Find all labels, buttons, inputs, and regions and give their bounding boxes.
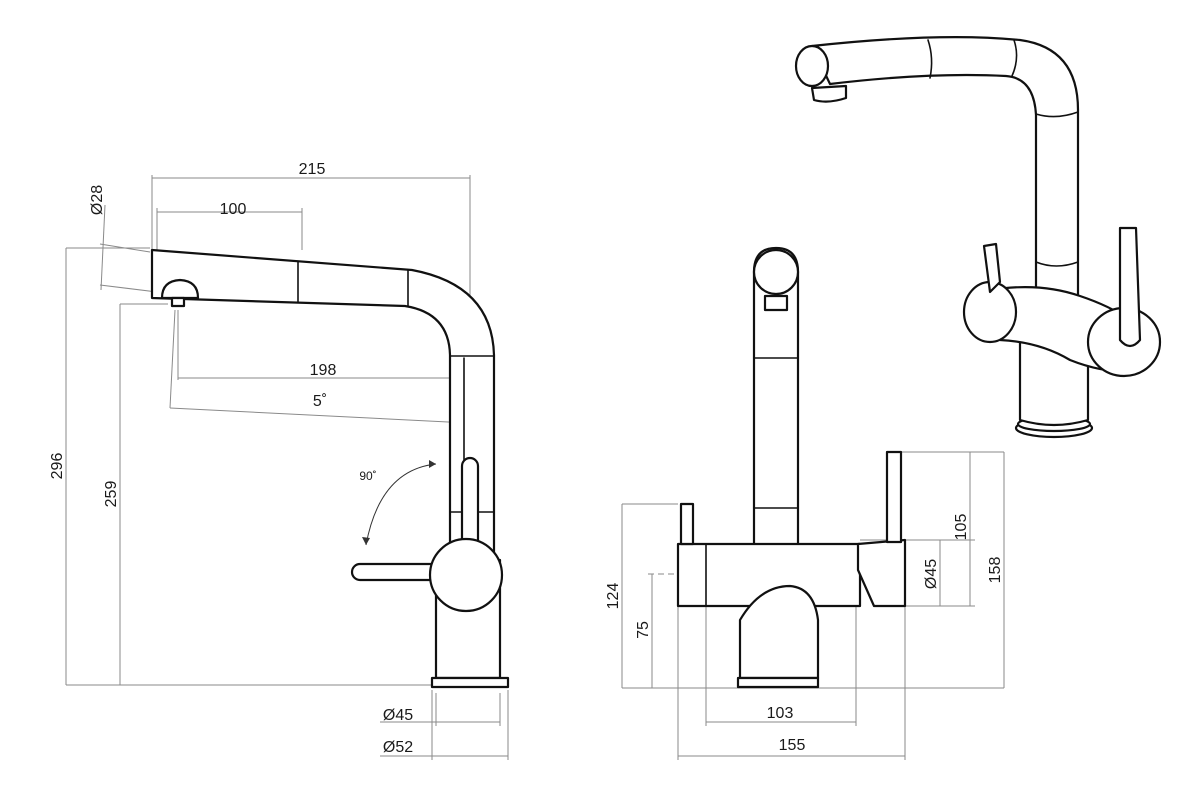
- perspective-spout: [810, 36, 1080, 302]
- perspective-lever-left: [982, 242, 1002, 294]
- perspective-view: [794, 36, 1162, 439]
- label-front-inner-width: 103: [767, 705, 794, 722]
- side-view: 215 Ø28 100 198 5˚ 90˚ 296 259 Ø45 Ø52: [49, 161, 510, 760]
- label-lever-rotation: 90˚: [359, 469, 376, 483]
- label-front-overall-width: 155: [779, 737, 806, 754]
- label-front-overall-height: 158: [987, 557, 1004, 584]
- label-tilt-angle: 5˚: [313, 393, 327, 410]
- label-front-lever-height: 105: [953, 514, 970, 541]
- label-spout-diameter: Ø28: [89, 185, 106, 215]
- label-front-body-diameter: Ø45: [923, 559, 940, 589]
- label-base-diameter: Ø52: [383, 739, 413, 756]
- label-overall-width: 215: [299, 161, 326, 178]
- side-aerator: [160, 278, 200, 300]
- front-lever-right: [885, 450, 903, 544]
- label-front-axis-height: 75: [635, 621, 652, 639]
- side-base: [430, 676, 510, 689]
- side-view-dimension-lines: [65, 175, 509, 760]
- front-view-dimension-lines: [621, 451, 1005, 760]
- front-base: [736, 676, 820, 689]
- label-reach: 198: [310, 362, 337, 379]
- front-body-arch: [738, 584, 820, 680]
- label-outlet-height: 259: [103, 481, 120, 508]
- side-lever-cap: [428, 537, 504, 613]
- label-spray-head-length: 100: [220, 201, 247, 218]
- rotation-arc: [365, 463, 437, 546]
- front-view: 158 105 Ø45 124 75 103 155: [605, 246, 1005, 760]
- label-overall-height: 296: [49, 453, 66, 480]
- label-front-body-height: 124: [605, 583, 622, 610]
- label-body-diameter: Ø45: [383, 707, 413, 724]
- front-lever-left: [679, 502, 695, 546]
- perspective-lever-right: [1118, 226, 1142, 348]
